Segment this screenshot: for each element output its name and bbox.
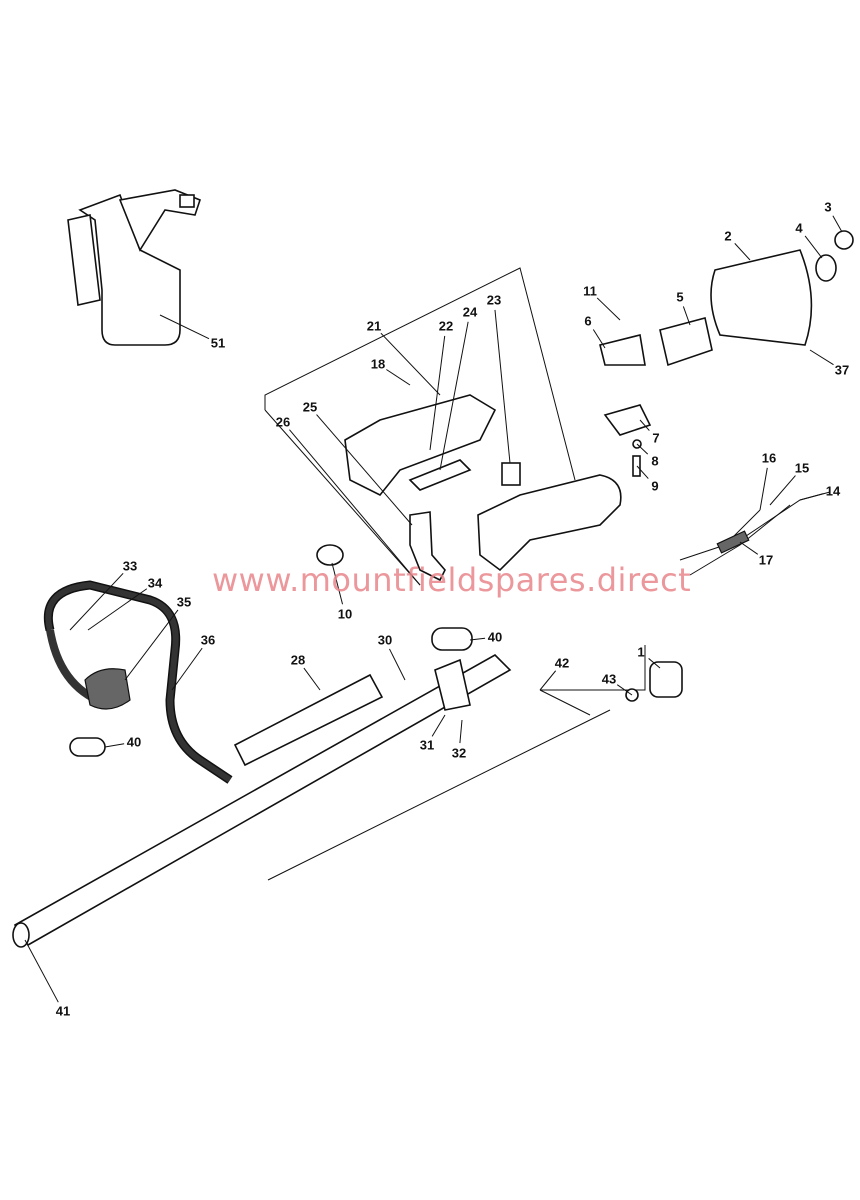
watermark: www.mountfieldspares.direct — [212, 561, 692, 599]
leader-line — [289, 429, 421, 586]
part-number-label: 7 — [652, 430, 660, 446]
leader-line — [734, 243, 751, 261]
leader-line — [459, 719, 463, 744]
part-number-label: 4 — [795, 220, 803, 236]
leader-line — [316, 414, 413, 526]
part-number-label: 41 — [55, 1003, 71, 1019]
harness-part — [67, 189, 201, 346]
leader-line — [639, 419, 650, 431]
part-number-label: 42 — [554, 655, 570, 671]
leader-line — [124, 609, 179, 681]
part-number-label: 32 — [451, 745, 467, 761]
leader-line — [24, 939, 59, 1003]
leader-line — [636, 465, 649, 479]
leader-line — [389, 648, 406, 681]
group-bracket-line — [264, 267, 576, 481]
loop-handle — [43, 580, 233, 784]
part-number-label: 24 — [462, 304, 478, 320]
group-bracket-line — [264, 409, 421, 586]
part-number-label: 25 — [302, 399, 318, 415]
leader-line — [648, 658, 661, 669]
grip — [316, 474, 622, 582]
part-number-label: 16 — [761, 450, 777, 466]
part-number-label: 15 — [794, 460, 810, 476]
cable — [679, 491, 831, 576]
part-number-label: 43 — [601, 671, 617, 687]
leader-line — [592, 329, 606, 349]
part-number-label: 6 — [584, 313, 592, 329]
part-number-label: 9 — [651, 478, 659, 494]
part-number-label: 40 — [487, 629, 503, 645]
part-number-label: 33 — [122, 558, 138, 574]
part-number-label: 37 — [834, 362, 850, 378]
shaft-tube — [12, 627, 512, 948]
part-number-label: 10 — [337, 606, 353, 622]
leader-line — [87, 588, 148, 631]
leader-line — [380, 332, 441, 396]
part-number-label: 3 — [824, 199, 832, 215]
drive-shaft — [267, 645, 683, 881]
leader-line — [494, 309, 511, 464]
part-number-label: 5 — [676, 289, 684, 305]
leader-line — [739, 541, 759, 555]
leader-line — [159, 314, 210, 340]
leader-line — [759, 467, 768, 511]
leader-line — [539, 670, 557, 691]
leader-line — [799, 493, 824, 501]
leader-line — [832, 215, 843, 233]
part-number-label: 23 — [486, 292, 502, 308]
part-number-label: 11 — [583, 283, 597, 299]
leader-line — [804, 235, 823, 259]
part-number-label: 51 — [210, 335, 226, 351]
leader-line — [596, 297, 621, 321]
leader-line — [429, 335, 446, 451]
handle-housing — [344, 394, 521, 497]
leader-line — [386, 369, 411, 386]
part-number-label: 26 — [275, 414, 291, 430]
leader-line — [682, 306, 691, 326]
part-number-label: 14 — [825, 483, 841, 499]
part-number-label: 40 — [126, 734, 142, 750]
part-number-label: 30 — [377, 632, 393, 648]
leader-line — [809, 349, 834, 366]
leader-line — [769, 475, 796, 506]
gear-cone — [599, 230, 854, 477]
leader-line — [69, 572, 124, 631]
part-number-label: 22 — [438, 318, 454, 334]
part-number-label: 35 — [176, 594, 192, 610]
leader-line — [104, 743, 125, 748]
part-number-label: 1 — [637, 644, 645, 660]
leader-line — [439, 321, 469, 471]
part-number-label: 36 — [200, 632, 216, 648]
part-number-label: 17 — [758, 552, 774, 568]
leader-lines — [24, 215, 843, 1003]
part-number-label: 31 — [419, 737, 435, 753]
part-number-label: 21 — [366, 318, 382, 334]
leader-line — [431, 714, 446, 737]
part-number-label: 18 — [370, 356, 386, 372]
leader-line — [616, 684, 633, 696]
leader-line — [171, 647, 203, 691]
leader-line — [636, 443, 649, 455]
part-number-label: 28 — [290, 652, 306, 668]
part-number-label: 2 — [724, 228, 732, 244]
part-number-label: 8 — [651, 453, 659, 469]
leader-line — [469, 637, 486, 641]
leader-line — [303, 667, 321, 691]
part-number-label: 34 — [147, 575, 163, 591]
leader-line — [331, 562, 344, 605]
